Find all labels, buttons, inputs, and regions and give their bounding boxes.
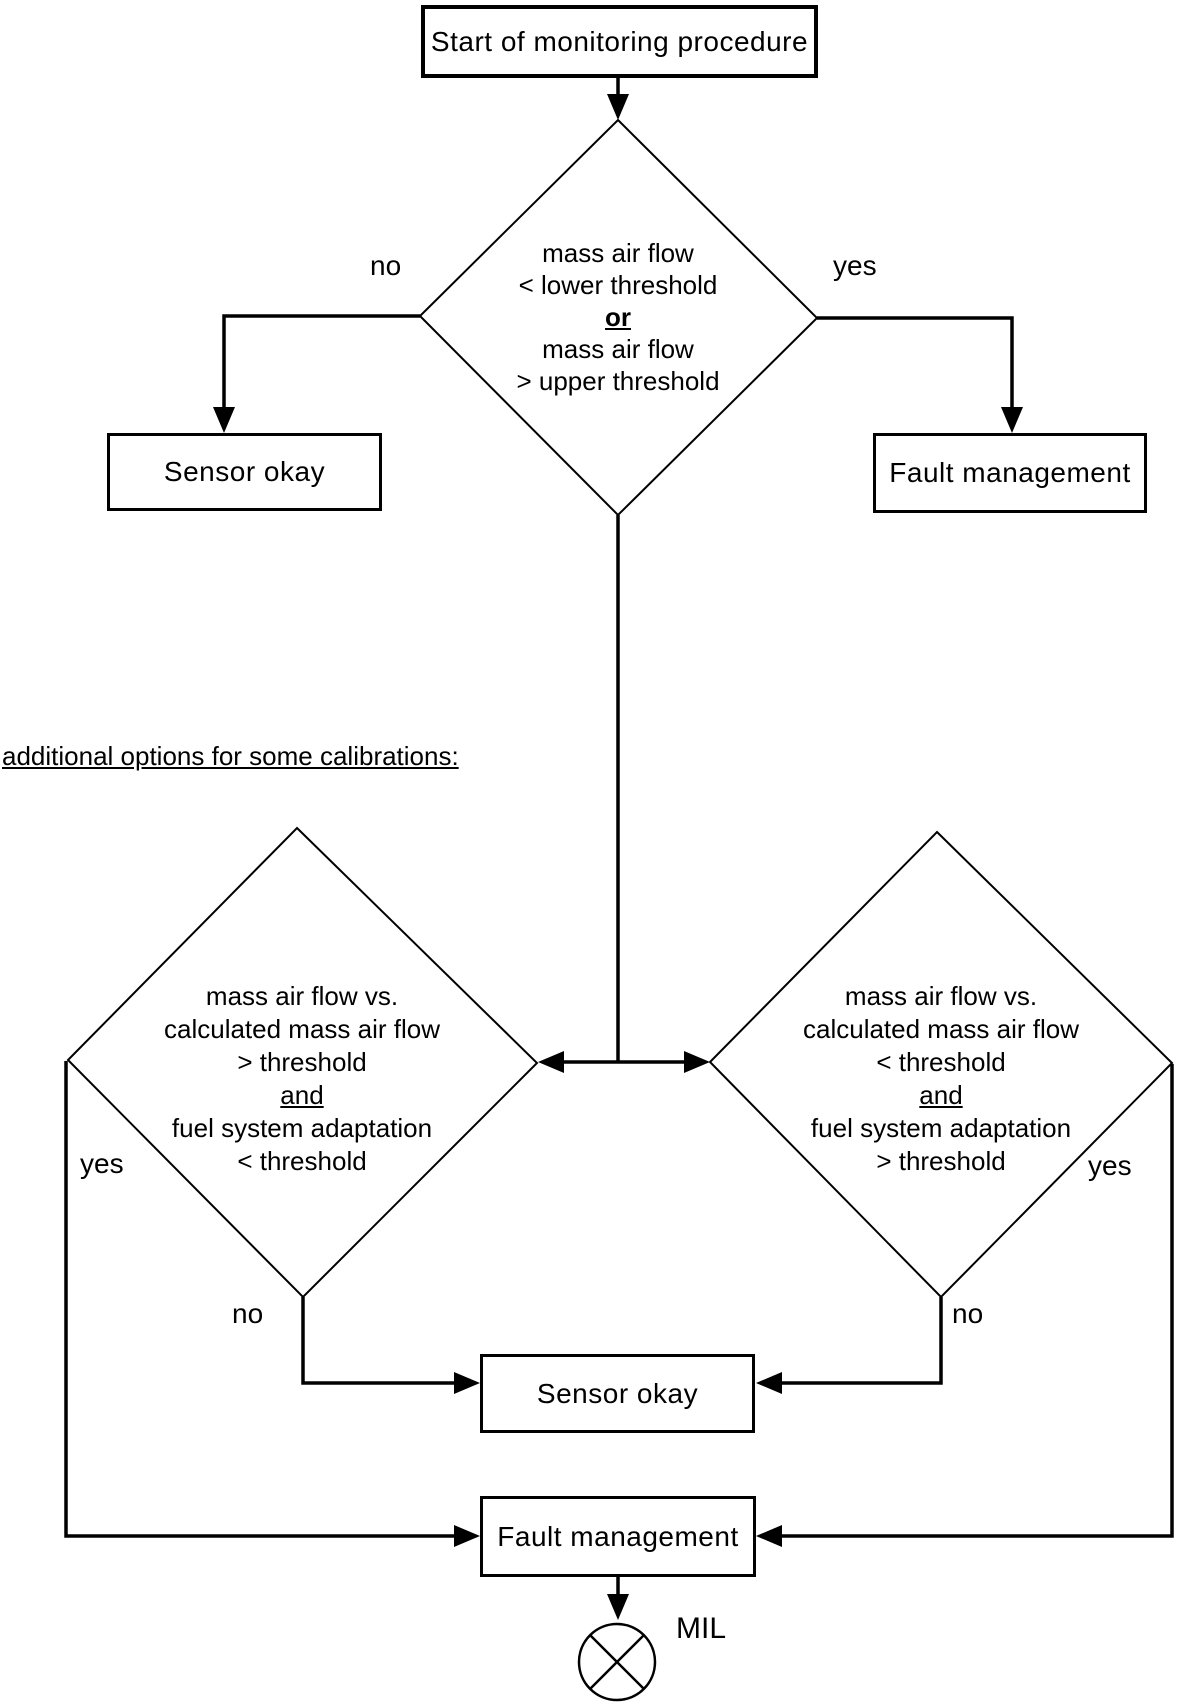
decision-right-line: mass air flow vs. [844, 981, 1038, 1011]
decision-left-text: mass air flow vs. calculated mass air fl… [87, 980, 517, 1178]
sensor-okay-bottom-label: Sensor okay [536, 1377, 699, 1409]
fault-management-top-label: Fault management [889, 457, 1131, 488]
edge-label-yes-left: yes [80, 1148, 124, 1179]
edge-no-left [301, 1297, 458, 1385]
edge-yes-top [817, 316, 1014, 410]
fault-management-top-node: Fault management [873, 433, 1147, 513]
decision-main-line-or: or [605, 302, 631, 332]
start-node-label: Start of monitoring procedure [430, 25, 809, 57]
sensor-okay-top-node: Sensor okay [107, 433, 382, 511]
decision-main-line: > upper threshold [516, 366, 720, 396]
decision-main-line: < lower threshold [518, 270, 718, 300]
edge-label-yes-right: yes [1088, 1150, 1132, 1181]
decision-right-text: mass air flow vs. calculated mass air fl… [726, 980, 1156, 1178]
decision-right-line: > threshold [876, 1146, 1006, 1176]
fault-management-bottom-node: Fault management [480, 1496, 756, 1577]
decision-right-line: calculated mass air flow [803, 1014, 1079, 1044]
edge-label-no-right: no [952, 1298, 984, 1329]
edge-yes-right [762, 1064, 1174, 1538]
decision-left-line: fuel system adaptation [171, 1113, 433, 1143]
decision-left-shape [66, 826, 539, 1299]
sensor-okay-top-label: Sensor okay [163, 456, 326, 487]
edge-label-no-left: no [232, 1298, 264, 1329]
edge-no-top [222, 314, 420, 410]
decision-main-text: mass air flow < lower threshold or mass … [433, 237, 803, 397]
decision-left-line: calculated mass air flow [164, 1014, 440, 1044]
decision-main-line: mass air flow [542, 238, 694, 268]
start-node: Start of monitoring procedure [421, 5, 818, 78]
decision-right-line: fuel system adaptation [810, 1113, 1072, 1143]
decision-left-line: > threshold [237, 1047, 367, 1077]
decision-right-line: < threshold [876, 1047, 1006, 1077]
fault-management-bottom-label: Fault management [497, 1520, 739, 1552]
decision-right-line-and: and [919, 1080, 963, 1110]
edge-decision-main-down [560, 515, 688, 1064]
section-heading: additional options for some calibrations… [2, 741, 459, 771]
decision-left-line-and: and [280, 1080, 324, 1110]
mil-lamp-icon [577, 1622, 657, 1702]
decision-right-shape [708, 830, 1174, 1299]
edge-yes-left [64, 1061, 458, 1538]
arrowheads [213, 94, 1023, 1620]
edge-no-right [762, 1297, 943, 1385]
decision-main-shape [418, 118, 819, 517]
sensor-okay-bottom-node: Sensor okay [480, 1354, 755, 1433]
decision-left-line: < threshold [237, 1146, 367, 1176]
decision-main-line: mass air flow [542, 334, 694, 364]
decision-left-line: mass air flow vs. [205, 981, 399, 1011]
edge-label-yes-top: yes [833, 250, 877, 281]
edge-label-no-top: no [370, 250, 402, 281]
mil-label: MIL [676, 1612, 727, 1645]
